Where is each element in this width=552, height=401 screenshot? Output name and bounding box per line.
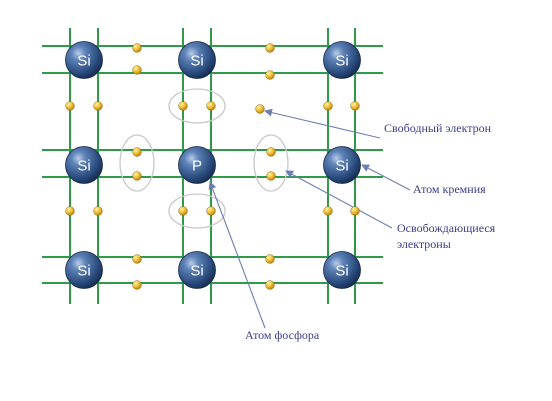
freed-electron-halo	[168, 88, 226, 124]
atom-symbol: Si	[335, 263, 348, 280]
valence-electron	[132, 65, 142, 75]
atom-sphere	[178, 41, 216, 79]
silicon-atom: Si	[65, 251, 103, 289]
free-electron	[255, 104, 265, 114]
atom-sphere	[323, 146, 361, 184]
freed-electron-halo	[168, 193, 226, 229]
atom-symbol: Si	[335, 158, 348, 175]
valence-electron	[265, 43, 275, 53]
valence-electron	[350, 101, 360, 111]
valence-electron	[93, 206, 103, 216]
silicon-atom-label: Атом кремния	[413, 182, 486, 196]
free-electron-label: Свободный электрон	[384, 121, 492, 135]
valence-electron	[93, 101, 103, 111]
valence-electron	[265, 254, 275, 264]
freed-electron-halo	[119, 134, 155, 192]
valence-electron	[265, 70, 275, 80]
atom-sphere	[65, 251, 103, 289]
valence-electron	[132, 171, 142, 181]
callout-pointer	[285, 170, 393, 229]
atom-symbol: Si	[77, 53, 90, 70]
atom-symbol: Si	[190, 263, 203, 280]
electron-layer	[65, 43, 360, 290]
callout-pointer	[361, 164, 411, 191]
valence-electron	[323, 101, 333, 111]
valence-electron	[206, 206, 216, 216]
callout-pointer	[264, 108, 381, 139]
valence-electron	[266, 171, 276, 181]
valence-electron	[266, 147, 276, 157]
atom-symbol: P	[192, 158, 202, 175]
callout-pointer	[208, 181, 266, 329]
phosphorus-atom: P	[178, 146, 216, 184]
atom-symbol: Si	[77, 158, 90, 175]
freed-electron-halo	[253, 134, 289, 192]
silicon-atom: Si	[323, 251, 361, 289]
atom-sphere	[178, 146, 216, 184]
atom-sphere	[323, 41, 361, 79]
phosphorus-atom-label: Атом фосфора	[245, 328, 320, 342]
valence-electron	[323, 206, 333, 216]
valence-electron	[350, 206, 360, 216]
silicon-atom: Si	[178, 251, 216, 289]
freed-electrons-label-line2: электроны	[397, 237, 451, 251]
valence-electron	[132, 147, 142, 157]
halo-layer	[119, 88, 289, 229]
silicon-atom: Si	[323, 146, 361, 184]
valence-electron	[132, 43, 142, 53]
valence-electron	[132, 280, 142, 290]
silicon-atom: Si	[65, 41, 103, 79]
atom-symbol: Si	[77, 263, 90, 280]
atom-symbol: Si	[190, 53, 203, 70]
silicon-atom: Si	[65, 146, 103, 184]
silicon-atom: Si	[323, 41, 361, 79]
valence-electron	[65, 101, 75, 111]
valence-electron	[206, 101, 216, 111]
atom-sphere	[65, 41, 103, 79]
atom-symbol: Si	[335, 53, 348, 70]
freed-electrons-label-line1: Освобождающиеся	[397, 221, 496, 235]
valence-electron	[178, 206, 188, 216]
valence-electron	[65, 206, 75, 216]
valence-electron	[265, 280, 275, 290]
callout-labels: Свободный электрон Атом кремния Освобожд…	[245, 121, 496, 342]
atom-sphere	[323, 251, 361, 289]
pointer-layer	[208, 108, 411, 329]
silicon-atom: Si	[178, 41, 216, 79]
atom-sphere	[178, 251, 216, 289]
valence-electron	[132, 254, 142, 264]
atom-sphere	[65, 146, 103, 184]
valence-electron	[178, 101, 188, 111]
